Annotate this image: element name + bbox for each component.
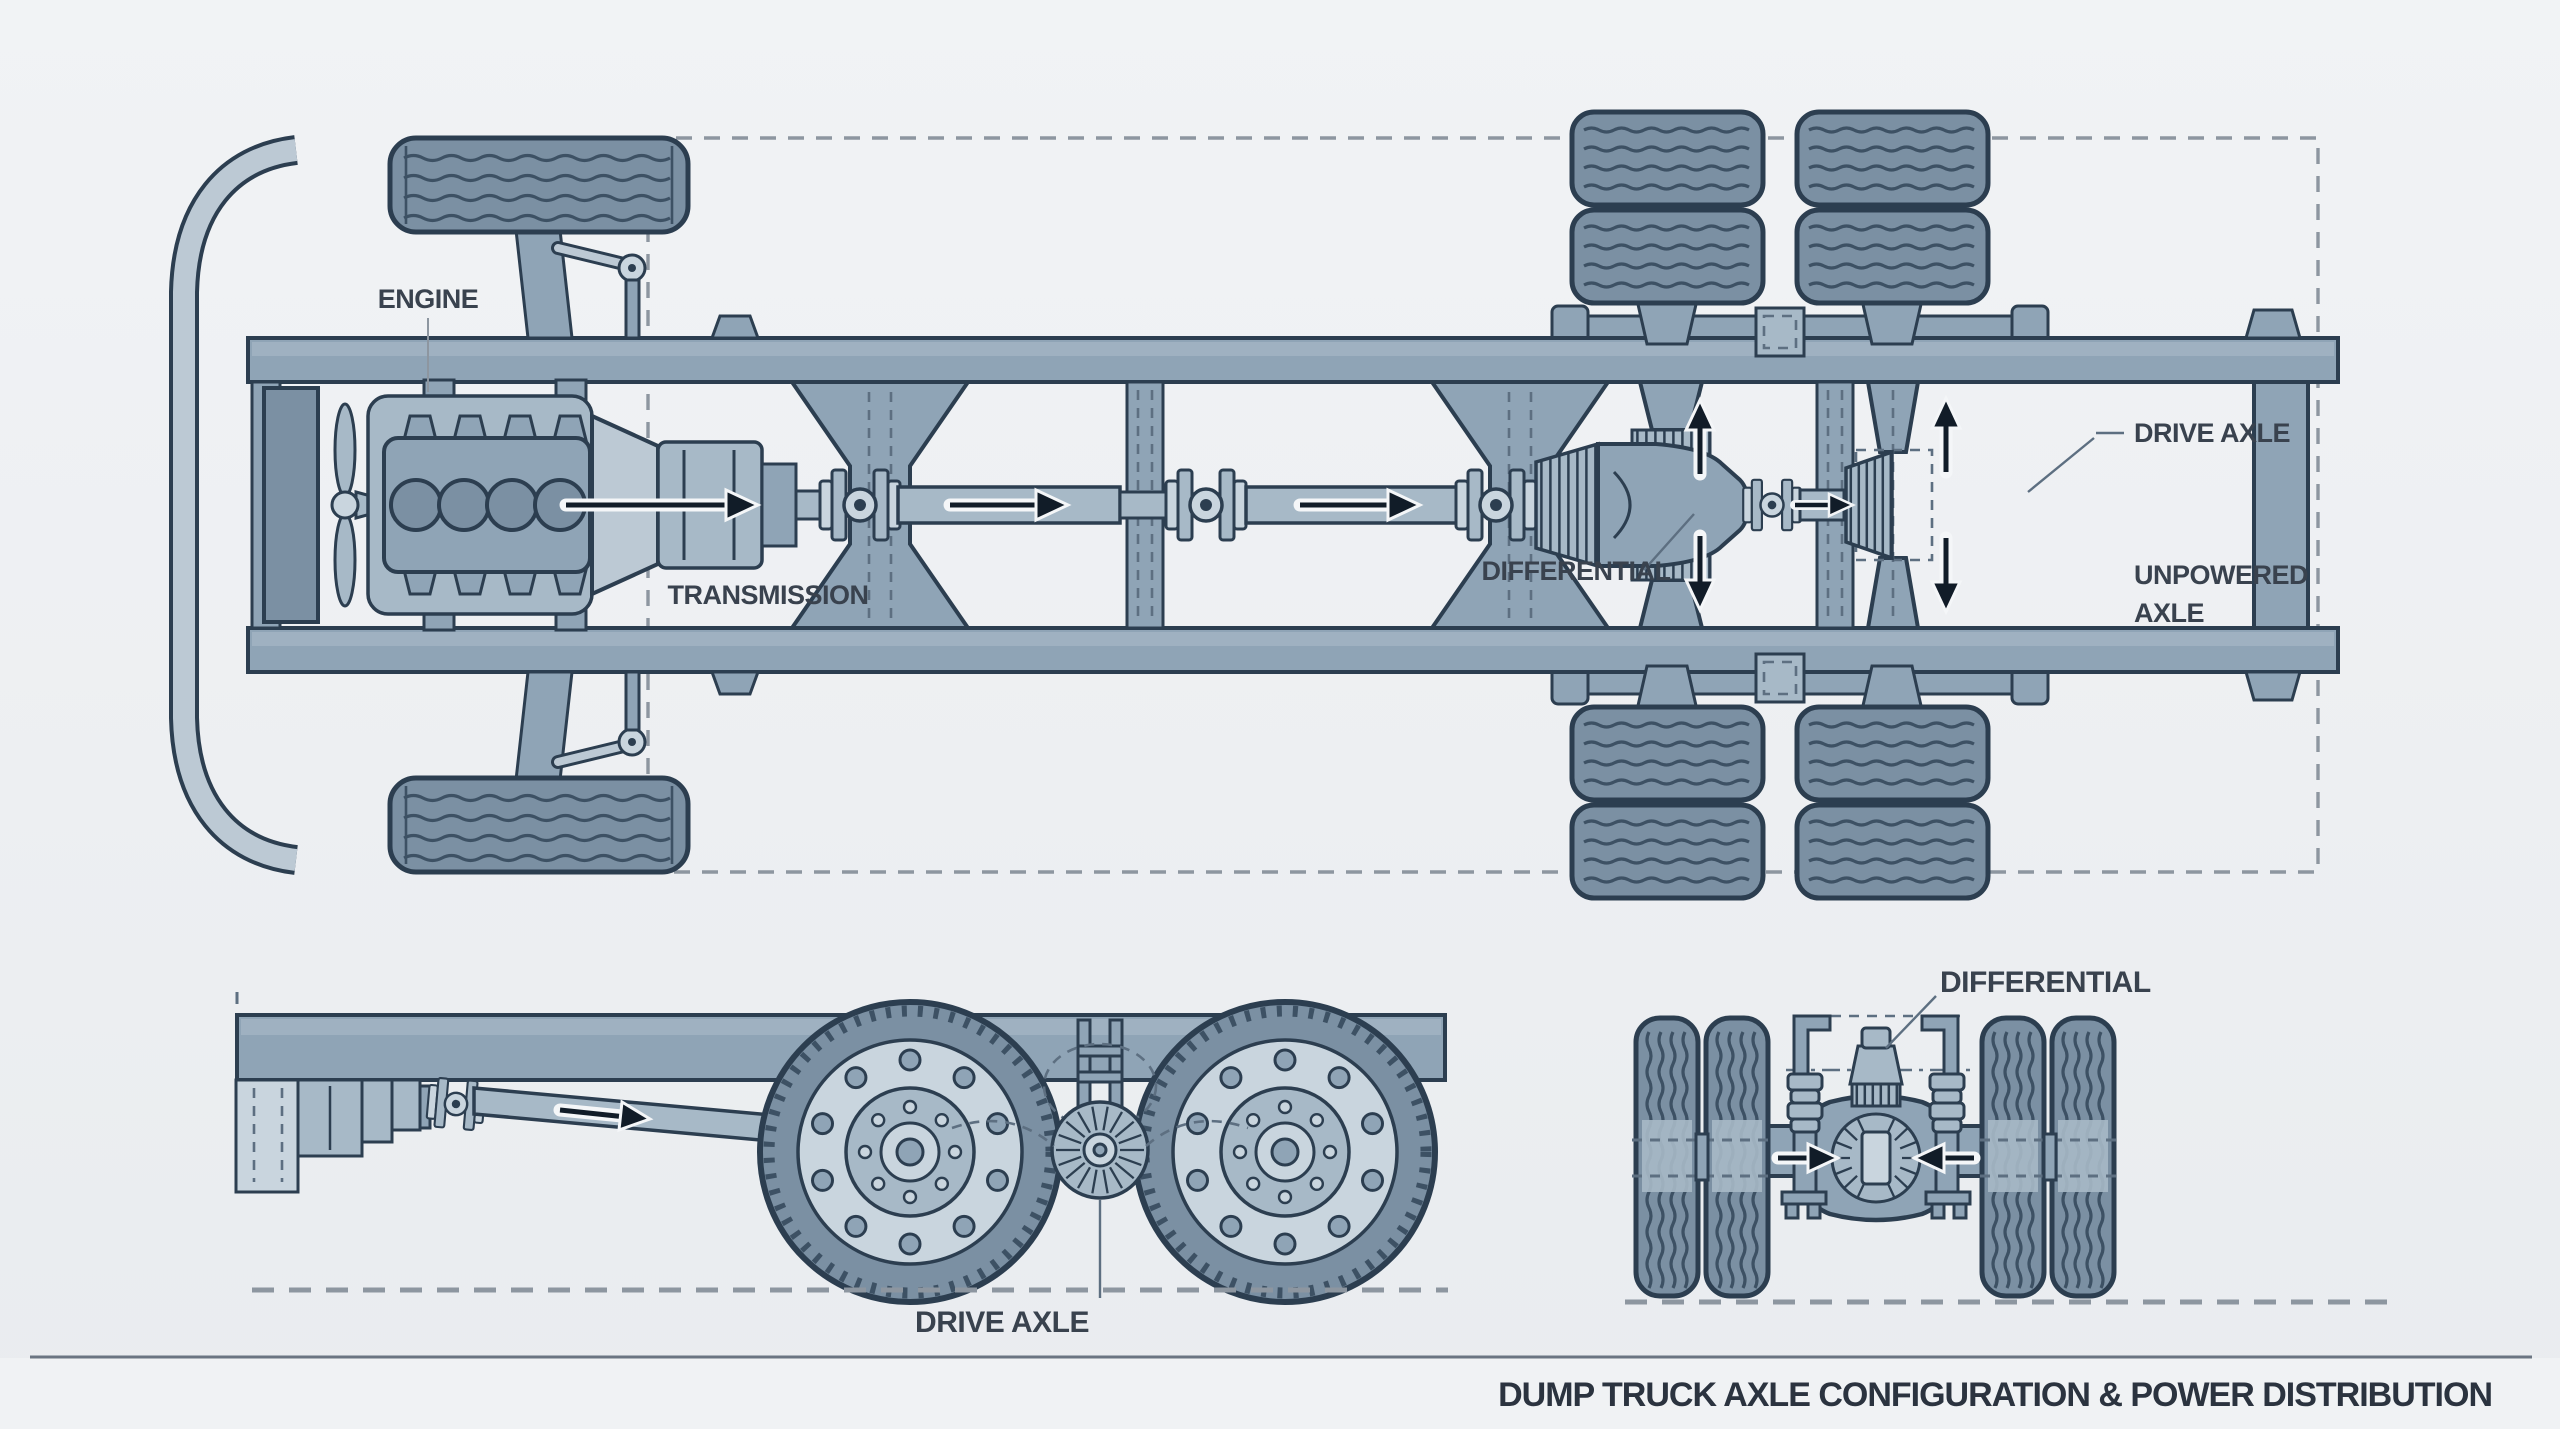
axle-housing-unpowered — [1854, 380, 1934, 630]
differential-input-stack — [1848, 1026, 1904, 1108]
radiator — [262, 386, 320, 624]
drive-shaft-assembly — [818, 441, 1894, 569]
frame-rail-bottom-highlight — [252, 632, 2334, 646]
differential-leader-line — [1643, 513, 1695, 571]
rail-bracket-bump — [709, 314, 761, 696]
front-bumper — [169, 135, 299, 875]
rear-view-tires — [1633, 1015, 2117, 1299]
rear-dual-tires — [1569, 109, 1991, 901]
power-flow-arrow — [1790, 492, 1857, 518]
transmission-label: TRANSMISSION — [667, 580, 868, 610]
side-view-diagram: DRIVE AXLE — [234, 992, 1448, 1339]
power-flow-arrow — [1910, 1141, 1981, 1175]
rear-crossmember — [2244, 308, 2310, 702]
differential-label-rear: DIFFERENTIAL — [1940, 966, 2151, 999]
steering-knuckle — [514, 228, 647, 782]
dual-wheel-spacer — [2042, 1132, 2058, 1182]
differential-leader-rear — [1885, 995, 1937, 1049]
spider-gear-block — [1860, 1130, 1892, 1186]
drive-axle-label-top: DRIVE AXLE — [2134, 418, 2290, 448]
engine-cylinders — [389, 478, 587, 532]
top-view-diagram: ENGINE TRANSMISSION DIFFERENTIAL DRIVE A… — [169, 109, 2340, 901]
tandem-wheel-front — [760, 1002, 1060, 1302]
differential-label-top: DIFFERENTIAL — [1482, 556, 1671, 586]
power-flow-arrow — [1771, 1141, 1842, 1175]
pinion-gear — [1534, 441, 1600, 569]
inter-axle-differential — [951, 1018, 1249, 1200]
drive-axle-label-side: DRIVE AXLE — [915, 1306, 1089, 1339]
differential-housing — [1596, 442, 1751, 568]
dual-wheel-spacer — [1694, 1132, 1710, 1182]
unpowered-axle-label-line1: UNPOWERED — [2134, 560, 2308, 590]
spring-equalizer — [1754, 306, 1806, 704]
engine-block — [366, 378, 594, 632]
power-flow-arrow — [1293, 487, 1424, 523]
unpowered-axle-label-line2: AXLE — [2134, 598, 2204, 628]
power-flow-arrow — [943, 487, 1072, 523]
title-band — [0, 1358, 2560, 1429]
rear-view-diagram: DIFFERENTIAL — [1625, 966, 2398, 1305]
tandem-wheel-rear — [1135, 1002, 1435, 1302]
frame-rail-top-highlight — [252, 342, 2334, 356]
power-flow-arrow — [553, 1099, 654, 1133]
front-tire — [387, 135, 691, 875]
power-flow-arrow — [559, 487, 762, 523]
engine-label: ENGINE — [378, 284, 479, 314]
hidden-axle-dashed — [1632, 1138, 2120, 1178]
powertrain-side-silhouette — [234, 1078, 432, 1194]
drive-axle-leader-line — [2027, 437, 2095, 493]
diagram-title: DUMP TRUCK AXLE CONFIGURATION & POWER DI… — [1498, 1376, 2492, 1414]
